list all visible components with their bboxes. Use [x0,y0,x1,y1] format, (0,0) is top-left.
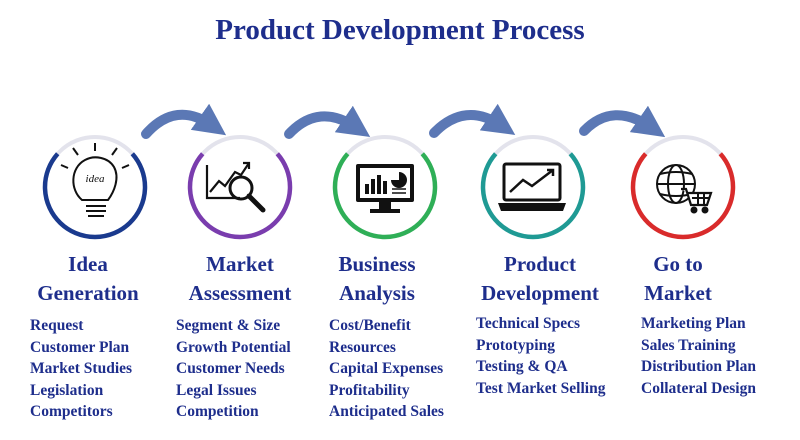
lightbulb-idea-icon: idea [60,143,130,217]
list-item: Competition [176,403,259,420]
list-item: Customer Plan [30,338,130,356]
list-item: Resources [329,338,396,356]
flow-arrow-1 [141,103,227,139]
list-item: Marketing Plan [641,315,746,332]
monitor-charts-icon [356,164,414,213]
list-item: Sales Training [641,336,736,354]
list-item: Growth Potential [176,338,291,356]
list-item: Customer Needs [176,360,285,377]
list-item: Collateral Design [641,379,756,397]
list-item: Competitors [30,403,113,420]
stage-title-line: Go to [653,252,703,276]
stage-items-product-development: Technical Specs Prototyping Testing & QA… [476,313,605,399]
stage-go-to-market [630,135,736,240]
list-item: Prototyping [476,336,555,354]
stage-title-market-assessment: Market Assessment [170,250,310,308]
list-item: Request [30,317,84,334]
stage-title-business-analysis: Business Analysis [307,250,447,308]
stage-title-line: Idea [68,252,108,276]
list-item: Technical Specs [476,315,581,332]
stage-ring [187,152,293,240]
list-item: Distribution Plan [641,358,756,375]
stage-title-go-to-market: Go to Market [608,250,748,308]
list-item: Cost/Benefit [329,317,411,334]
stage-title-line: Market [206,252,274,276]
stage-items-market-assessment: Segment & Size Growth Potential Customer… [176,315,291,423]
laptop-trend-icon [498,162,566,211]
list-item: Anticipated Sales [329,403,444,420]
list-item: Legal Issues [176,381,257,399]
stage-title-line: Market [644,281,712,305]
stage-title-line: Product [504,252,576,276]
list-item: Market Studies [30,360,133,377]
stage-idea-generation: idea [42,135,148,240]
stage-items-business-analysis: Cost/Benefit Resources Capital Expenses … [329,315,444,423]
list-item: Segment & Size [176,317,281,334]
flow-arrow-4 [579,105,666,138]
list-item: Legislation [30,381,104,399]
stage-ring [480,152,586,240]
stage-items-idea-generation: Request Customer Plan Market Studies Leg… [30,315,132,423]
icon-label-idea: idea [86,173,105,185]
stage-items-go-to-market: Marketing Plan Sales Training Distributi… [641,313,756,399]
stage-ring [630,152,736,240]
list-item: Testing & QA [476,358,568,375]
stage-title-line: Development [481,281,599,305]
chart-magnifier-icon [205,161,266,213]
diagram-title: Product Development Process [215,14,585,46]
flow-arrow-2 [284,105,371,139]
list-item: Profitability [329,381,410,399]
list-item: Test Market Selling [476,379,606,397]
flow-arrows [141,103,666,139]
stage-title-line: Analysis [339,281,415,305]
list-item: Capital Expenses [329,360,444,377]
stage-product-development [480,135,586,240]
stage-market-assessment [187,135,293,240]
stage-ring [42,152,148,240]
stage-title-line: Assessment [188,281,292,305]
stage-business-analysis [332,135,438,240]
stage-title-line: Generation [37,281,139,305]
stage-title-line: Business [338,252,416,276]
globe-cart-icon [656,164,713,214]
stage-ring [332,152,438,240]
stage-title-product-development: Product Development [470,250,610,308]
flow-arrow-3 [429,103,516,138]
stage-title-idea-generation: Idea Generation [18,250,158,308]
